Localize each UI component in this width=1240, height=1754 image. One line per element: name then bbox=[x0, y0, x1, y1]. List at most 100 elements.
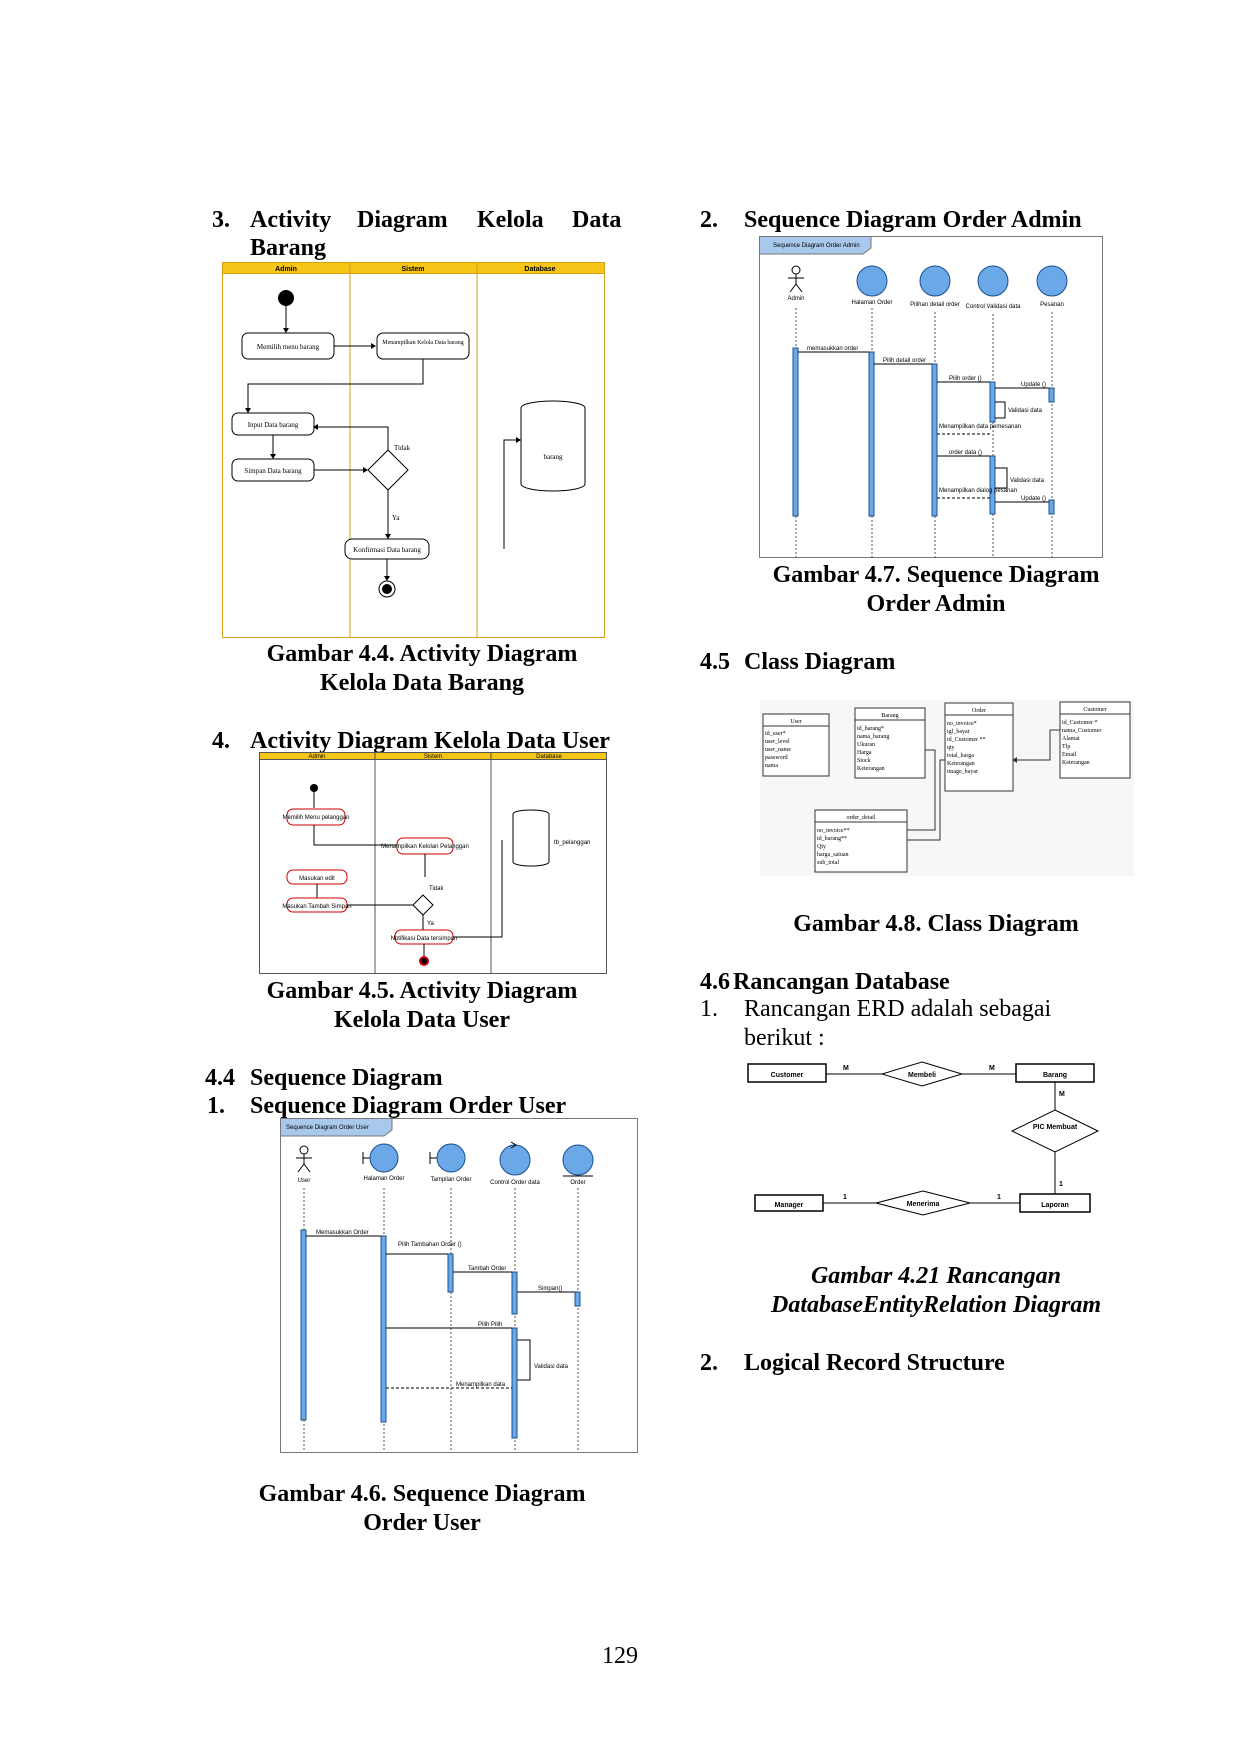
class-attr: Keterangan bbox=[857, 766, 885, 772]
class-attr: tgl_bayar bbox=[947, 729, 970, 735]
lifeline-label: User bbox=[298, 1178, 311, 1184]
section-title-word: Data bbox=[572, 207, 622, 233]
action-label: Simpan Data barang bbox=[244, 467, 302, 475]
message-label: Simpan() bbox=[538, 1286, 562, 1292]
class-name: Order bbox=[972, 708, 986, 714]
entity-box bbox=[747, 1063, 827, 1083]
lane-label: Sistem bbox=[402, 266, 425, 273]
section-title: Logical Record Structure bbox=[744, 1350, 1005, 1376]
relation-label: PIC Membuat bbox=[1033, 1124, 1078, 1131]
activation-bar bbox=[989, 381, 996, 423]
activation-bar bbox=[931, 363, 938, 517]
section-title: Rancangan Database bbox=[733, 969, 950, 995]
class-box bbox=[944, 702, 1014, 792]
message-label: Pilih Pilih bbox=[478, 1322, 502, 1328]
class-attr: user_name bbox=[765, 747, 791, 753]
frame-title: Sequence Diagram Order Admin bbox=[773, 243, 860, 249]
class-attr: id_barang* bbox=[857, 726, 884, 732]
action-label: Menampilkan Kelolan Pelanggan bbox=[381, 844, 469, 850]
sequence-diagram-order-user: Sequence Diagram Order User User Halaman… bbox=[280, 1118, 638, 1453]
lifeline-label: Halaman Order bbox=[363, 1176, 404, 1182]
section-title: Barang bbox=[250, 235, 327, 261]
message-label: Tambah Order bbox=[468, 1266, 506, 1272]
entity-icon bbox=[1036, 265, 1068, 297]
entity-label: Customer bbox=[771, 1072, 804, 1079]
lane-label: Admin bbox=[308, 754, 325, 760]
lifeline-label: Admin bbox=[787, 296, 804, 302]
class-attr: user_level bbox=[765, 739, 790, 745]
boundary-icon bbox=[369, 1143, 399, 1173]
database-label: tb_pelanggan bbox=[554, 840, 590, 846]
class-attr: Qty bbox=[817, 844, 826, 850]
figure-caption: Gambar 4.4. Activity Diagram bbox=[266, 641, 578, 667]
message-label: Pilih detail order bbox=[883, 358, 926, 364]
relation-diamond bbox=[880, 1061, 964, 1087]
class-attr: qty bbox=[947, 745, 955, 751]
cardinality-label: M bbox=[1059, 1091, 1065, 1098]
guard-label: Tidak bbox=[429, 886, 444, 892]
section-number: 1. bbox=[207, 1093, 225, 1119]
action-label: Konfirmasi Data barang bbox=[353, 546, 421, 554]
figure-caption: DatabaseEntityRelation Diagram bbox=[770, 1292, 1102, 1318]
sequence-diagram-order-admin: Sequence Diagram Order Admin Admin Halam… bbox=[759, 236, 1103, 558]
lane-label: Database bbox=[536, 754, 562, 760]
class-attr: harga_satuan bbox=[817, 852, 849, 858]
class-attr: Keterangan bbox=[1062, 760, 1090, 766]
activation-bar bbox=[1048, 387, 1055, 403]
message-label: Menampilkan dialog pesanan bbox=[939, 488, 1017, 494]
entity-label: Manager bbox=[775, 1202, 804, 1209]
lane-label: Database bbox=[524, 266, 555, 273]
class-attr: nama_Customer bbox=[1062, 728, 1101, 734]
relation-label: Menerima bbox=[907, 1201, 940, 1208]
section-number: 4. bbox=[212, 728, 230, 754]
message-label: Pilih order () bbox=[949, 376, 982, 382]
class-attr: password bbox=[765, 755, 788, 761]
figure-caption: Gambar 4.7. Sequence Diagram bbox=[772, 562, 1100, 588]
section-number: 3. bbox=[212, 207, 230, 233]
message-label: memasukkan order bbox=[807, 346, 858, 352]
class-attr: id_Customer ** bbox=[947, 737, 986, 743]
relation-diamond bbox=[1010, 1109, 1100, 1153]
activation-bar bbox=[989, 455, 996, 515]
activation-bar bbox=[792, 347, 799, 517]
class-box bbox=[1059, 701, 1131, 779]
actor-icon bbox=[299, 1145, 309, 1155]
initial-node bbox=[278, 290, 294, 306]
class-box bbox=[814, 809, 908, 873]
figure-caption: Gambar 4.5. Activity Diagram bbox=[266, 978, 578, 1004]
class-attr: image_bayar bbox=[947, 769, 978, 775]
class-attr: Ukuran bbox=[857, 742, 875, 748]
class-attr: total_harga bbox=[947, 753, 974, 759]
cardinality-label: M bbox=[843, 1065, 849, 1072]
message-label: Menampilkan data pemesanan bbox=[939, 424, 1021, 430]
figure-caption: Kelola Data User bbox=[334, 1007, 510, 1033]
section-number: 4.6 bbox=[700, 969, 730, 995]
activity-diagram-kelola-barang: Admin Sistem Database Memilih menu baran… bbox=[222, 262, 605, 638]
section-title: Sequence Diagram Order Admin bbox=[744, 207, 1082, 233]
class-name: Customer bbox=[1083, 707, 1106, 713]
lifeline-label: Pesanan bbox=[1040, 302, 1064, 308]
section-title: Activity Diagram Kelola Data User bbox=[250, 728, 610, 754]
figure-caption: Order Admin bbox=[866, 591, 1006, 617]
action-label: Notifikasi Data tersimpan bbox=[391, 936, 458, 942]
section-number: 4.4 bbox=[205, 1065, 235, 1091]
message-label: Update () bbox=[1021, 382, 1046, 388]
message-label: Memasukkan Order bbox=[316, 1230, 369, 1236]
figure-caption: Kelola Data Barang bbox=[320, 670, 524, 696]
class-attr: Email bbox=[1062, 752, 1077, 758]
class-diagram: User id_user* user_level user_name passw… bbox=[760, 700, 1134, 876]
section-title-word: Kelola bbox=[477, 207, 544, 233]
action-label: Memilih Menu pelanggan bbox=[282, 815, 349, 821]
message-label: Validasi data bbox=[1010, 478, 1045, 484]
lane-label: Sistem bbox=[424, 754, 442, 760]
activation-bar bbox=[868, 351, 875, 517]
frame-title: Sequence Diagram Order User bbox=[286, 1125, 369, 1131]
boundary-icon bbox=[436, 1143, 466, 1173]
section-number: 2. bbox=[700, 1350, 718, 1376]
class-attr: Tlp bbox=[1062, 744, 1070, 750]
action-label: Input Data barang bbox=[248, 421, 299, 429]
activation-bar bbox=[511, 1327, 518, 1439]
class-box bbox=[762, 713, 830, 777]
paragraph-text: Rancangan ERD adalah sebagai bbox=[744, 996, 1052, 1022]
paragraph-text: berikut : bbox=[744, 1025, 825, 1051]
